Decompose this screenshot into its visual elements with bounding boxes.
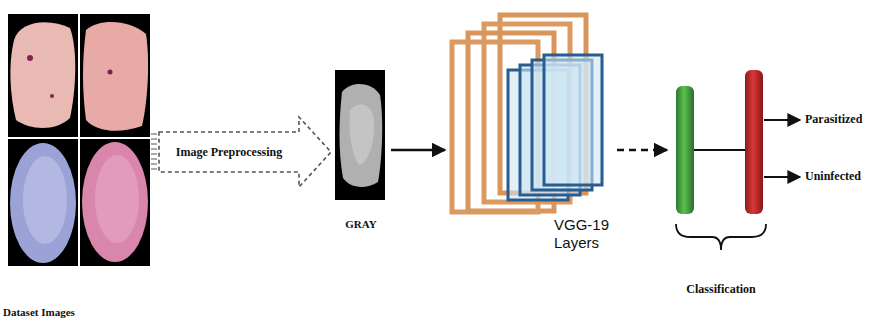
parasite-dot: [50, 94, 54, 98]
cell-image: [82, 142, 148, 262]
node-label: VGG-19 Layers: [554, 216, 616, 252]
block-arrow: [159, 117, 331, 187]
dataset-images: [8, 14, 150, 266]
gray-cell: [340, 84, 383, 187]
class-label: Parasitized: [805, 112, 862, 127]
edge-label: Image Preprocessing: [173, 145, 286, 160]
parasite-dot: [27, 55, 33, 61]
dense-link: [694, 149, 745, 151]
grid-divider: [78, 14, 80, 266]
image-ground: [8, 14, 150, 266]
flow-arrow: [617, 149, 667, 152]
cell-image: [83, 22, 148, 131]
gray-highlight: [349, 105, 374, 165]
node-label: Classification: [668, 282, 774, 296]
gray-image: [335, 70, 385, 200]
cell-image: [10, 143, 76, 263]
output-arrow: [764, 176, 800, 178]
cell-highlight: [95, 155, 139, 243]
vgg-layers: [452, 15, 602, 212]
cell-highlight: [23, 156, 67, 244]
output-arrow: [764, 119, 800, 121]
classifier-layers: [676, 70, 800, 250]
node-label: Dataset Images: [3, 306, 153, 319]
output-layer-bar: [745, 70, 763, 214]
parasite-dot: [108, 70, 113, 75]
node-label: GRAY: [332, 218, 390, 231]
grid-divider: [8, 137, 150, 139]
image-panel: GRAY: [332, 66, 390, 238]
group-bracket: [676, 224, 766, 250]
dense-layer-bar: [676, 86, 694, 214]
filter-frame: [544, 55, 602, 185]
arrow-tail-stripes: [151, 134, 157, 169]
image-panel: Dataset Images: [0, 10, 158, 324]
flow-arrow: [391, 149, 445, 152]
cell-image: [10, 22, 75, 128]
layer-stack: VGG-19 Layers: [446, 8, 616, 256]
image-ground: [335, 70, 385, 200]
class-label: Uninfected: [805, 169, 861, 184]
classifier-group: Classification: [668, 64, 774, 304]
